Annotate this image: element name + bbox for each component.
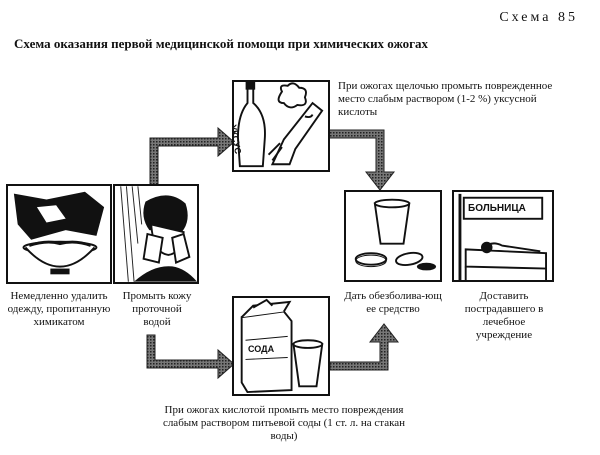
face-washing-illustration: [120, 186, 197, 282]
hospital-sign: БОЛЬНИЦА: [468, 203, 526, 214]
acid-treatment-box: СОДА: [232, 296, 330, 396]
arrow-to-alkali: [149, 126, 235, 189]
step-remove-clothes-caption: Немедленно удалить одежду, пропитанную х…: [7, 290, 111, 328]
vinegar-bottle-illustration: [236, 82, 324, 168]
acid-instruction: При ожогах кислотой промыть место повреж…: [162, 404, 406, 442]
hospital-box: БОЛЬНИЦА: [452, 190, 554, 282]
cup-and-pills-illustration: [354, 198, 437, 271]
soda-box-illustration: [240, 298, 324, 394]
alkali-treatment-box: УКСУС: [232, 80, 330, 172]
step-rinse-water-caption: Промыть кожу проточной водой: [122, 290, 192, 328]
soda-label: СОДА: [248, 344, 275, 354]
alkali-instruction: При ожогах щелочью промыть поврежденное …: [338, 80, 553, 118]
step-deliver-hospital-caption: Доставить пострадавшего в лечебное учреж…: [464, 290, 544, 341]
remove-clothes-box: [6, 184, 112, 284]
page-title: Схема оказания первой медицинской помощи…: [14, 36, 428, 51]
arrow-alkali-to-painkiller: [303, 129, 396, 191]
arrow-to-acid: [146, 334, 235, 380]
painkiller-box: [344, 190, 442, 282]
rinse-water-box: [113, 184, 199, 284]
hospital-bed-illustration: [458, 193, 547, 280]
scheme-number: Схема 85: [499, 10, 578, 25]
arrow-acid-to-painkiller: [329, 323, 400, 371]
step-painkiller-caption: Дать обезболива-ющее средство: [344, 290, 442, 315]
bowl-clothes-illustration: [13, 191, 105, 275]
